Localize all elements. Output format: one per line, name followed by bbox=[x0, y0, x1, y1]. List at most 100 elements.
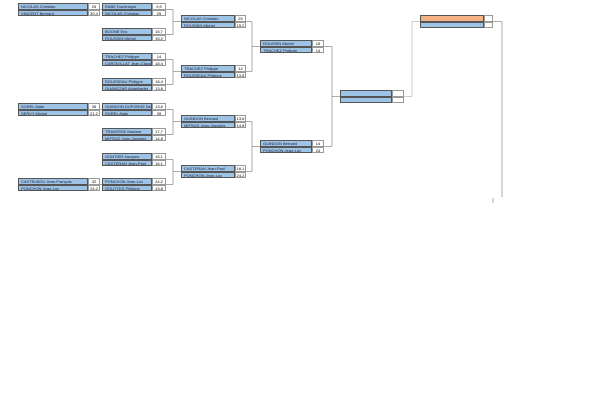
player-score[interactable]: 18,4 bbox=[152, 59, 166, 66]
player-name[interactable]: PONCHON Jean-Luc bbox=[102, 178, 152, 185]
player-score[interactable]: 15,2 bbox=[235, 21, 246, 28]
player-name[interactable]: BOONE Eric bbox=[102, 28, 152, 35]
player-name[interactable]: ROUSSIN Michel bbox=[260, 40, 312, 47]
player-name[interactable] bbox=[340, 96, 392, 103]
player-score[interactable]: 16,1 bbox=[235, 165, 246, 172]
player-name[interactable]: GUINDON Bernard bbox=[181, 115, 235, 122]
player-score[interactable]: 13,6 bbox=[152, 103, 166, 110]
player-score[interactable]: 30,4 bbox=[88, 9, 100, 16]
player-score[interactable]: 25 bbox=[88, 3, 100, 10]
player-score[interactable]: 35 bbox=[152, 109, 166, 116]
player-score[interactable]: 14 bbox=[235, 65, 246, 72]
player-name[interactable]: PONCHON Jean-Luc bbox=[260, 146, 312, 153]
player-name[interactable]: TRACHEZ Philippe bbox=[260, 46, 312, 53]
player-score[interactable] bbox=[484, 15, 493, 22]
player-name[interactable]: ROUSSEAU Philippe bbox=[102, 78, 152, 85]
player-score[interactable]: 24,2 bbox=[152, 178, 166, 185]
player-score[interactable]: 14 bbox=[312, 140, 324, 147]
player-score[interactable]: 21,2 bbox=[88, 109, 100, 116]
player-score[interactable]: 17,7 bbox=[152, 128, 166, 135]
player-score[interactable]: 13,6 bbox=[235, 115, 246, 122]
player-name[interactable]: ROUSSEAU Philippe bbox=[181, 71, 235, 78]
player-name[interactable]: CASTERAN Jean-Paul bbox=[102, 159, 152, 166]
player-score[interactable]: 13,8 bbox=[152, 84, 166, 91]
player-score[interactable]: 15,7 bbox=[152, 28, 166, 35]
player-name[interactable] bbox=[420, 21, 484, 28]
player-name[interactable]: TRACHEZ Philippe bbox=[102, 53, 152, 60]
player-name[interactable]: SERVY Michel bbox=[18, 109, 88, 116]
player-name[interactable] bbox=[420, 15, 484, 22]
player-score[interactable]: 14,8 bbox=[235, 121, 246, 128]
player-score[interactable]: 24 bbox=[312, 146, 324, 153]
player-name[interactable]: SOREL Alain bbox=[102, 109, 152, 116]
player-score[interactable]: 15,2 bbox=[152, 34, 166, 41]
player-score[interactable]: 9,9 bbox=[152, 3, 166, 10]
player-score[interactable] bbox=[392, 96, 404, 103]
player-name[interactable]: OUAKEZAR Abdelkader bbox=[102, 84, 152, 91]
player-score[interactable]: 24,2 bbox=[88, 184, 100, 191]
player-name[interactable]: CASTERAN Jean-Paul bbox=[181, 165, 235, 172]
player-score[interactable]: 24,2 bbox=[235, 171, 246, 178]
player-name[interactable]: PONCHON Jean-Luc bbox=[181, 171, 235, 178]
player-name[interactable]: PONCHON Jean-Luc bbox=[18, 184, 88, 191]
player-name[interactable]: ROUSSIN Michel bbox=[181, 21, 235, 28]
player-score[interactable]: 18,4 bbox=[152, 78, 166, 85]
player-name[interactable]: MIFSUD Jean-Jacques bbox=[102, 134, 152, 141]
player-score[interactable]: 25 bbox=[152, 9, 166, 16]
player-score[interactable]: 25 bbox=[235, 15, 246, 22]
player-name[interactable]: GUINDON Bernard bbox=[260, 140, 312, 147]
player-name[interactable]: GOUTTES Philippe bbox=[102, 184, 152, 191]
player-name[interactable]: TRACHEZ Philippe bbox=[181, 65, 235, 72]
player-score[interactable] bbox=[484, 21, 493, 28]
player-score[interactable]: 32 bbox=[88, 178, 100, 185]
player-name[interactable]: SOREL Alain bbox=[18, 103, 88, 110]
player-score[interactable]: 16,1 bbox=[152, 159, 166, 166]
player-name[interactable]: RABE Dominique bbox=[102, 3, 152, 10]
player-name[interactable]: GONTIER Jacques bbox=[102, 153, 152, 160]
player-name[interactable]: CASTELBOU Jean-François bbox=[18, 178, 88, 185]
player-score[interactable]: 13,8 bbox=[152, 184, 166, 191]
player-name[interactable]: NICOLAS Christian bbox=[18, 3, 88, 10]
player-name[interactable]: VINCENT Bernard bbox=[18, 9, 88, 16]
player-row[interactable] bbox=[340, 90, 404, 97]
player-name[interactable]: NICOLAS Christian bbox=[102, 9, 152, 16]
player-score[interactable]: 14 bbox=[312, 46, 324, 53]
player-name[interactable]: CARQUILLAT Jean-Claude bbox=[102, 59, 152, 66]
player-score[interactable]: 35 bbox=[88, 103, 100, 110]
player-name[interactable]: MIFSUD Jean-Jacques bbox=[181, 121, 235, 128]
player-score[interactable]: 15,1 bbox=[152, 153, 166, 160]
player-score[interactable]: 14 bbox=[152, 53, 166, 60]
player-row[interactable] bbox=[420, 15, 493, 22]
player-name[interactable]: NICOLAS Christian bbox=[181, 15, 235, 22]
player-score[interactable]: 15 bbox=[312, 40, 324, 47]
